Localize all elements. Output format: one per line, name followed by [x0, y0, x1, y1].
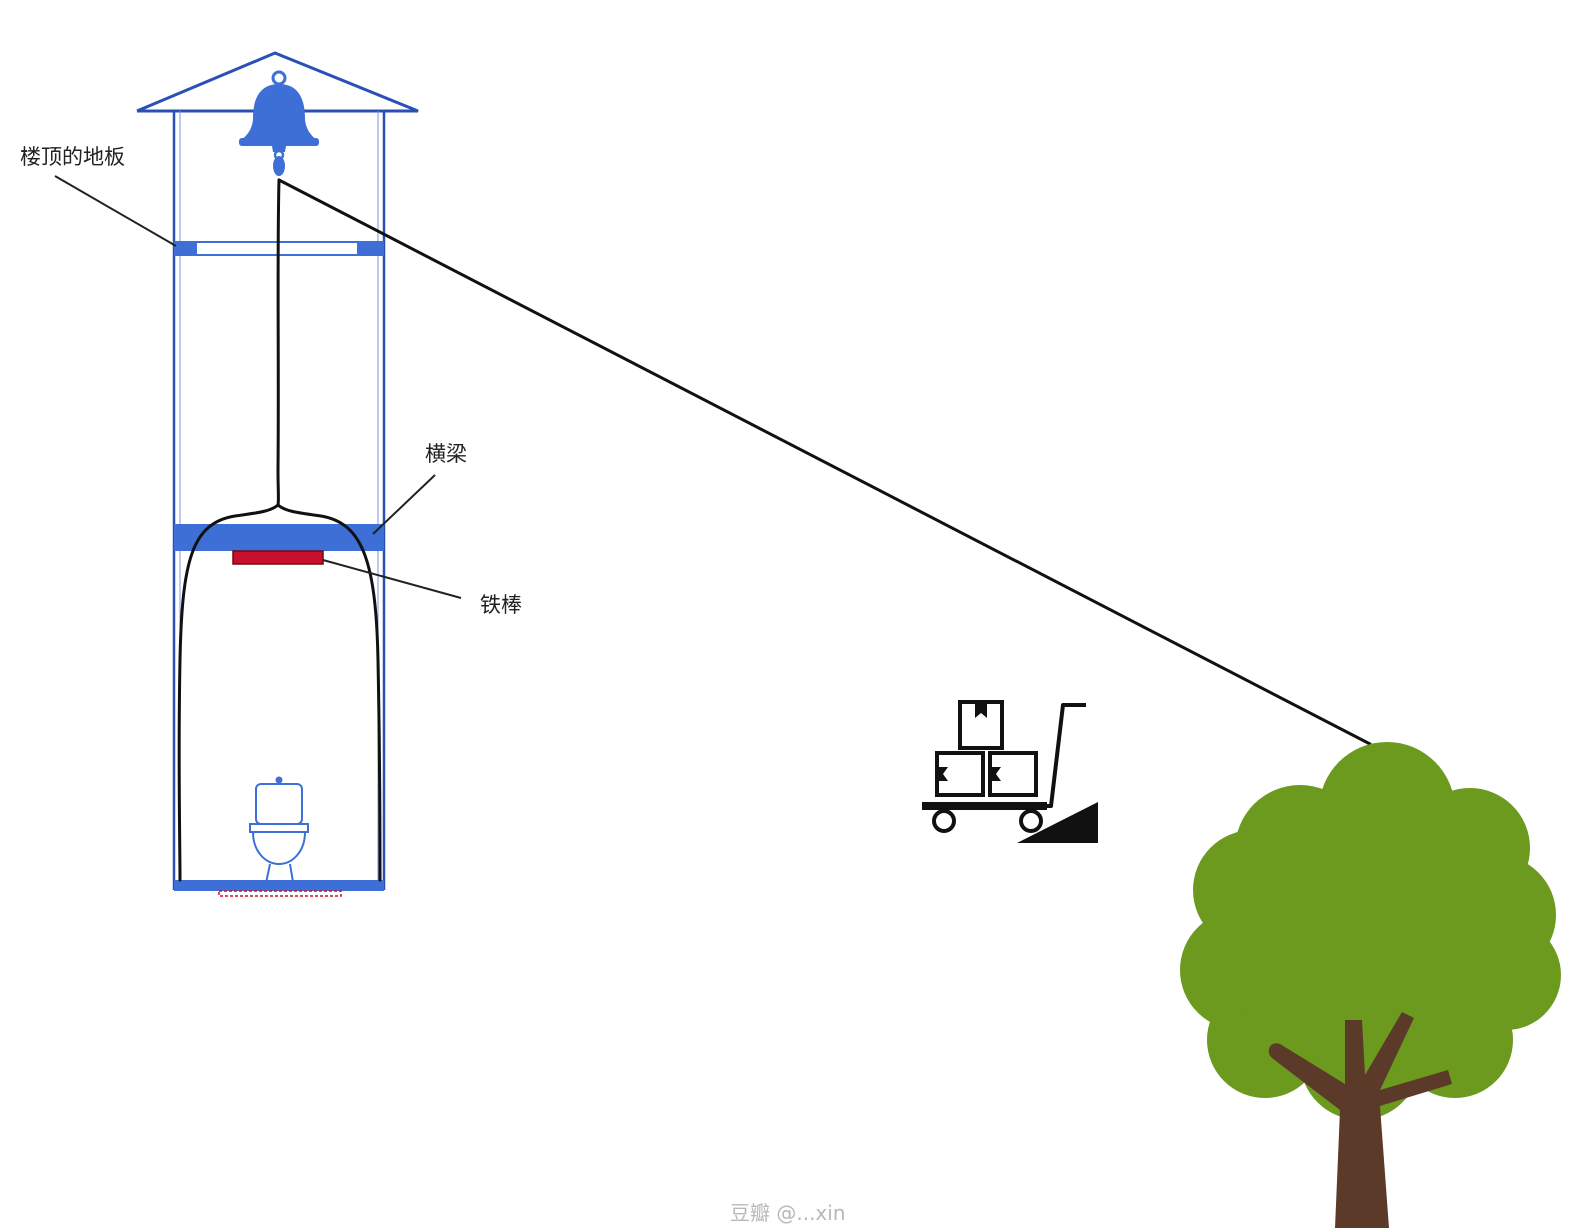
- ground-grate: [218, 890, 342, 897]
- iron-rod-label: 铁棒: [480, 593, 522, 617]
- tree-icon: [1180, 742, 1561, 1228]
- vertical-rope: [276, 178, 281, 507]
- watermark: 豆瓣 @...xin: [730, 1201, 846, 1225]
- crossbeam-label: 横梁: [425, 442, 467, 466]
- rope-strand-left: [177, 503, 280, 882]
- crossbeam: [174, 524, 384, 551]
- rope-system: [177, 178, 1372, 882]
- iron-rod: [232, 550, 324, 565]
- top-floor-label: 楼顶的地板: [20, 145, 125, 169]
- crossbeam-leader: [372, 474, 436, 535]
- top-floor-leader: [54, 175, 177, 247]
- callout-leaders: [54, 175, 462, 599]
- toilet-icon: [249, 776, 309, 889]
- ground-floor: [174, 880, 384, 891]
- long-rope: [277, 178, 1372, 746]
- hand-truck-icon: [922, 700, 1098, 843]
- rope-strand-right: [276, 503, 382, 882]
- iron-rod-leader: [322, 559, 462, 599]
- bell-icon: [239, 70, 319, 176]
